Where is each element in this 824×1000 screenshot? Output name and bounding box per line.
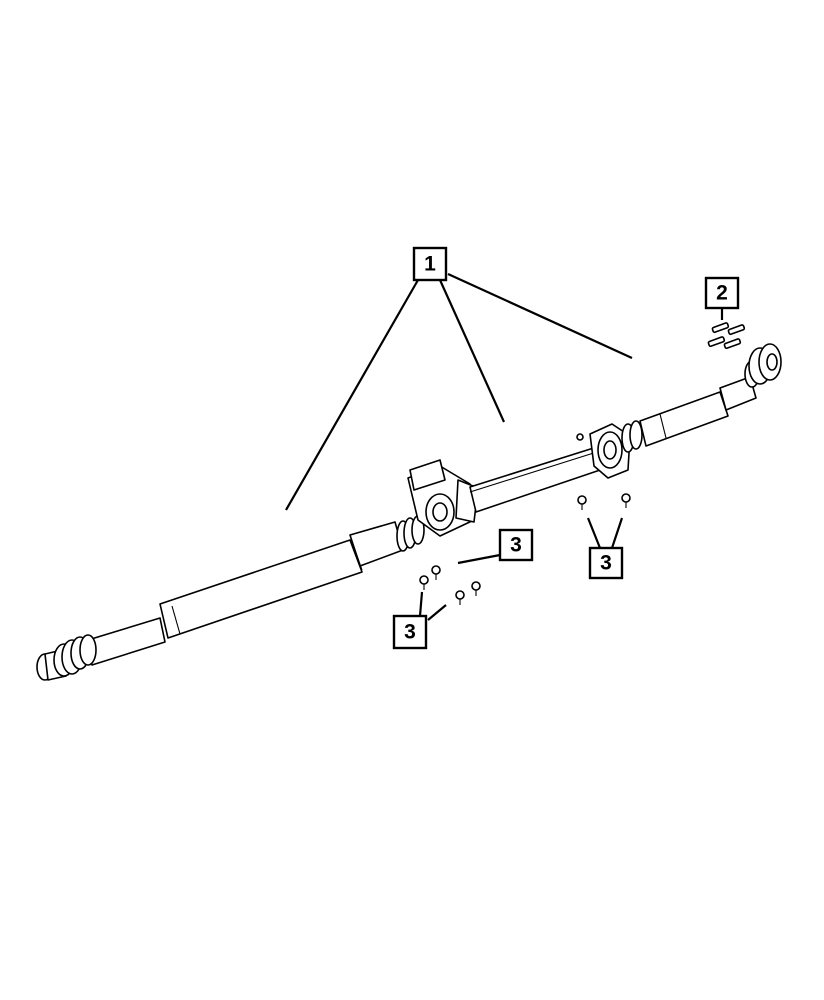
- svg-text:3: 3: [510, 534, 522, 557]
- front-flange: [744, 343, 782, 388]
- leader-lines: [285, 272, 724, 621]
- callout-3a: 3: [498, 528, 534, 562]
- callout-1: 1: [412, 246, 448, 282]
- svg-text:3: 3: [404, 621, 416, 644]
- bolt-icon: [471, 581, 481, 596]
- svg-text:3: 3: [600, 552, 612, 575]
- callout-2: 2: [704, 276, 740, 310]
- svg-text:2: 2: [716, 282, 728, 305]
- center-bearing-2: [589, 423, 631, 479]
- callout-3c: 3: [392, 614, 428, 650]
- bolt-icon: [577, 495, 587, 510]
- rear-flange-yoke: [36, 634, 97, 681]
- mounting-bolts: [419, 493, 631, 605]
- svg-text:1: 1: [424, 253, 436, 276]
- center-bearing-1: [407, 459, 479, 537]
- bolts-set: [707, 322, 746, 350]
- bolt-icon: [431, 565, 441, 580]
- drive-shaft-assembly: [36, 343, 782, 681]
- bolt-icon: [621, 493, 631, 508]
- callout-3b: 3: [588, 546, 624, 580]
- bolt-icon: [455, 590, 465, 605]
- bolt-icon: [419, 575, 429, 590]
